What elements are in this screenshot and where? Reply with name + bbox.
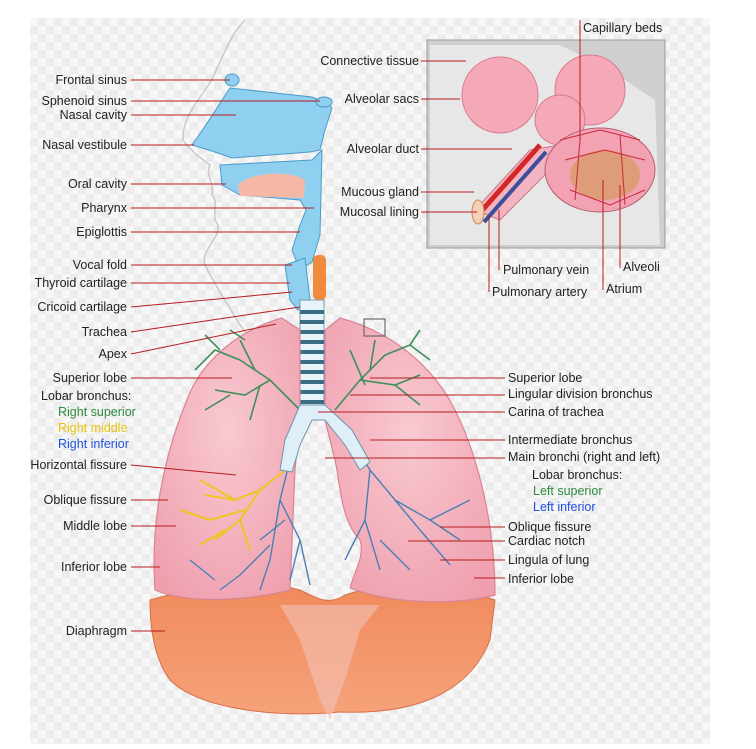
label-pulmonary-artery: Pulmonary artery — [492, 285, 588, 299]
label-mucosal-lining: Mucosal lining — [339, 205, 419, 219]
label-carina-of-trachea: Carina of trachea — [508, 405, 604, 419]
right-inferior-bronchus-tree — [189, 439, 311, 591]
label-right-superior: Right superior — [58, 405, 136, 419]
label-alveolar-sacs: Alveolar sacs — [344, 92, 419, 106]
label-oblique-fissure-right: Oblique fissure — [43, 493, 127, 507]
label-left-inferior: Left inferior — [533, 500, 596, 514]
label-pharynx: Pharynx — [81, 201, 127, 215]
label-lobar-bronchus-right: Lobar bronchus: — [41, 389, 132, 403]
pharynx-shape — [219, 148, 323, 271]
label-inferior-lobe-left: Inferior lobe — [508, 572, 575, 586]
label-intermediate-bronchus: Intermediate bronchus — [508, 433, 633, 447]
right-superior-bronchus-tree — [194, 329, 301, 421]
label-lobar-bronchus-left: Lobar bronchus: — [532, 468, 623, 482]
label-right-inferior: Right inferior — [58, 437, 129, 451]
label-connective-tissue: Connective tissue — [320, 54, 419, 68]
label-epiglottis: Epiglottis — [76, 225, 127, 239]
label-cardiac-notch: Cardiac notch — [508, 534, 586, 548]
label-lingula-of-lung: Lingula of lung — [508, 553, 590, 567]
label-vocal-fold: Vocal fold — [72, 258, 127, 272]
right-middle-bronchus-tree — [179, 469, 286, 551]
inset-pulmonary-artery — [476, 143, 542, 217]
label-oblique-fissure-left: Oblique fissure — [508, 520, 592, 534]
label-mucous-gland: Mucous gland — [341, 185, 419, 199]
label-nasal-vestibule: Nasal vestibule — [42, 138, 127, 152]
right-lung-shape — [153, 317, 301, 601]
left-lung-shape — [324, 317, 496, 603]
nasal-cavity-shape — [191, 87, 333, 159]
label-middle-lobe: Middle lobe — [63, 519, 127, 533]
label-nasal-cavity: Nasal cavity — [59, 108, 127, 122]
leader-lines — [130, 20, 621, 632]
label-superior-lobe-right: Superior lobe — [52, 371, 127, 385]
label-left-superior: Left superior — [533, 484, 603, 498]
sphenoid-sinus-shape — [315, 96, 333, 108]
label-alveoli: Alveoli — [623, 260, 660, 274]
main-bronchi-shape — [279, 404, 371, 473]
label-apex: Apex — [98, 347, 128, 361]
label-capillary-beds: Capillary beds — [583, 21, 663, 35]
label-diaphragm: Diaphragm — [65, 624, 127, 638]
label-inferior-lobe-right: Inferior lobe — [60, 560, 127, 574]
label-sphenoid-sinus: Sphenoid sinus — [41, 94, 127, 108]
label-atrium: Atrium — [606, 282, 643, 296]
label-frontal-sinus: Frontal sinus — [55, 73, 127, 87]
label-cricoid-cartilage: Cricoid cartilage — [37, 300, 127, 314]
inset-alveolar-sac-1 — [461, 56, 539, 134]
label-oral-cavity: Oral cavity — [67, 177, 127, 191]
label-thyroid-cartilage: Thyroid cartilage — [34, 276, 127, 290]
inset-source-marker — [363, 318, 386, 337]
face-profile — [182, 19, 286, 361]
label-trachea: Trachea — [81, 325, 127, 339]
label-lingular-division-bronchus: Lingular division bronchus — [508, 387, 653, 401]
label-right-middle: Right middle — [58, 421, 128, 435]
tongue-shape — [238, 173, 305, 198]
inset-capillary-net — [559, 129, 646, 206]
label-alveolar-duct: Alveolar duct — [346, 142, 419, 156]
label-superior-lobe-left: Superior lobe — [508, 371, 583, 385]
inset-pulmonary-vein — [482, 150, 548, 224]
diaphragm-center — [280, 605, 380, 720]
left-inferior-bronchus-tree — [344, 429, 471, 571]
trachea-rings — [300, 310, 324, 404]
label-pulmonary-vein: Pulmonary vein — [503, 263, 590, 277]
label-main-bronchi: Main bronchi (right and left) — [508, 450, 661, 464]
esophagus-shape — [313, 255, 326, 300]
label-horizontal-fissure: Horizontal fissure — [30, 458, 127, 472]
inset-atrium — [570, 150, 640, 200]
